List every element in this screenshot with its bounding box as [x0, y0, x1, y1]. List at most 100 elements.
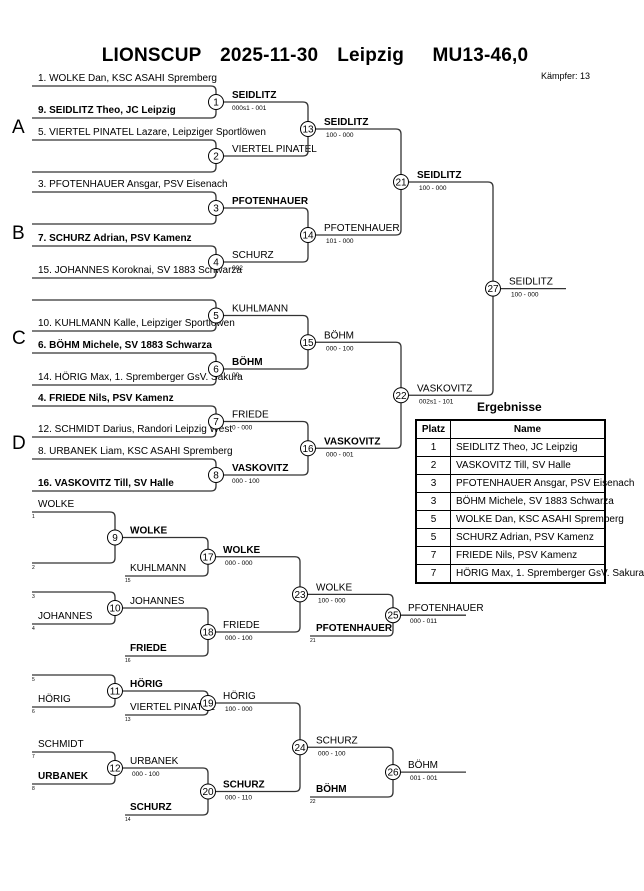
- match-circle: [208, 413, 224, 430]
- match-circle: [208, 254, 224, 270]
- match-winner: HÖRIG: [223, 690, 256, 702]
- repechage-entrant: BÖHM: [316, 782, 347, 795]
- match-circle: [393, 174, 409, 190]
- match-circle: [300, 440, 316, 457]
- repechage-source: 3: [32, 594, 35, 600]
- match-circle-number: 17: [202, 552, 214, 563]
- results-title: Ergebnisse: [477, 400, 542, 414]
- result-name: PFOTENHAUER Ansgar, PSV Eisenach: [450, 474, 634, 493]
- match-circle-number: 3: [213, 204, 219, 215]
- repechage-entrant: SCHMIDT: [38, 739, 84, 750]
- result-place: 3: [415, 474, 451, 493]
- repechage-entrant: URBANEK: [38, 771, 89, 782]
- match-circle: [292, 586, 308, 603]
- match-circle: [300, 227, 316, 243]
- repechage-source: 13: [125, 717, 131, 723]
- match-winner: WOLKE: [130, 526, 168, 537]
- match-circle: [208, 200, 224, 216]
- repechage-source: 6: [32, 709, 35, 715]
- match-circle: [107, 683, 123, 699]
- result-name: VASKOVITZ Till, SV Halle: [450, 456, 606, 475]
- results-header-row: Platz Name: [415, 419, 606, 439]
- match-circle: [208, 94, 224, 110]
- repechage-source: 8: [32, 786, 35, 792]
- match-circle: [200, 548, 216, 565]
- match-circle-number: 25: [387, 611, 399, 622]
- match-score: 002: [232, 265, 243, 272]
- repechage-connector: [32, 511, 116, 564]
- repechage-source: 21: [310, 638, 316, 644]
- match-circle-number: 26: [387, 768, 399, 779]
- match-score: 001 - 001: [410, 775, 438, 782]
- match-winner: VASKOVITZ: [232, 463, 288, 474]
- result-name: FRIEDE Nils, PSV Kamenz: [450, 546, 606, 565]
- repechage-source: 4: [32, 626, 35, 632]
- match-circle: [208, 307, 224, 324]
- match-score: 000 - 100: [225, 635, 253, 642]
- match-circle-number: 10: [109, 604, 121, 615]
- results-header-name: Name: [450, 419, 606, 439]
- match-score: 000 - 100: [232, 478, 260, 485]
- match-winner: VIERTEL PINATEL: [232, 144, 317, 155]
- repechage-entrant: HÖRIG: [38, 693, 71, 705]
- match-circle: [292, 739, 308, 756]
- result-place: 7: [415, 546, 451, 565]
- entrant-name: 5. VIERTEL PINATEL Lazare, Leipziger Spo…: [38, 127, 266, 138]
- match-circle: [300, 121, 316, 137]
- repechage-entrant: WOLKE: [38, 499, 74, 510]
- match-circle: [200, 624, 216, 640]
- repechage-source: 14: [125, 817, 131, 823]
- repechage-entrant: KUHLMANN: [130, 563, 186, 574]
- match-circle-number: 13: [302, 125, 314, 136]
- match-circle-number: 2: [213, 152, 219, 163]
- match-circle-number: 1: [213, 98, 219, 109]
- match-winner: URBANEK: [130, 756, 179, 767]
- match-winner: SCHURZ: [223, 780, 265, 791]
- result-place: 5: [415, 510, 451, 529]
- match-winner: VASKOVITZ: [417, 383, 472, 394]
- match-score: 100 - 000: [225, 706, 253, 713]
- match-circle-number: 15: [302, 338, 314, 349]
- match-winner: SEIDLITZ: [417, 170, 461, 181]
- bracket-connector: [32, 191, 217, 225]
- repechage-source: 15: [125, 578, 131, 584]
- match-winner: PFOTENHAUER: [232, 196, 309, 207]
- repechage-entrant: JOHANNES: [38, 611, 93, 622]
- match-circle-number: 4: [213, 258, 219, 269]
- results-header-place: Platz: [415, 419, 451, 439]
- match-score: 000 - 001: [326, 451, 354, 458]
- repechage-entrant: VIERTEL PINATEL: [130, 702, 215, 713]
- result-place: 2: [415, 456, 451, 475]
- entrant-name: 15. JOHANNES Koroknai, SV 1883 Schwarza: [38, 265, 242, 276]
- match-circle-number: 12: [109, 764, 121, 775]
- result-name: WOLKE Dan, KSC ASAHI Spremberg: [450, 510, 624, 529]
- match-score: 002s1 - 101: [419, 398, 454, 405]
- result-place: 5: [415, 528, 451, 547]
- repechage-entrant: PFOTENHAUER: [316, 623, 393, 634]
- result-name: HÖRIG Max, 1. Spremberger GsV. Sakura: [450, 564, 644, 584]
- match-winner: KUHLMANN: [232, 304, 288, 315]
- match-circle: [208, 467, 224, 483]
- pool-label-b: B: [12, 223, 25, 244]
- match-winner: FRIEDE: [223, 620, 260, 631]
- match-score: 000 - 000: [225, 560, 253, 567]
- result-place: 1: [415, 438, 451, 457]
- result-name: SCHURZ Adrian, PSV Kamenz: [450, 528, 606, 547]
- match-winner: WOLKE: [223, 545, 261, 556]
- match-winner: BÖHM: [324, 329, 354, 341]
- match-score: 000 - 100: [326, 345, 354, 352]
- match-winner: PFOTENHAUER: [408, 603, 484, 614]
- result-place: 3: [415, 492, 451, 511]
- entrant-name: 12. SCHMIDT Darius, Randori Leipzig West: [38, 424, 232, 435]
- repechage-source: 2: [32, 565, 35, 571]
- match-circle: [385, 607, 401, 624]
- match-winner: WOLKE: [316, 582, 352, 593]
- entrant-name: 16. VASKOVITZ Till, SV Halle: [38, 478, 174, 489]
